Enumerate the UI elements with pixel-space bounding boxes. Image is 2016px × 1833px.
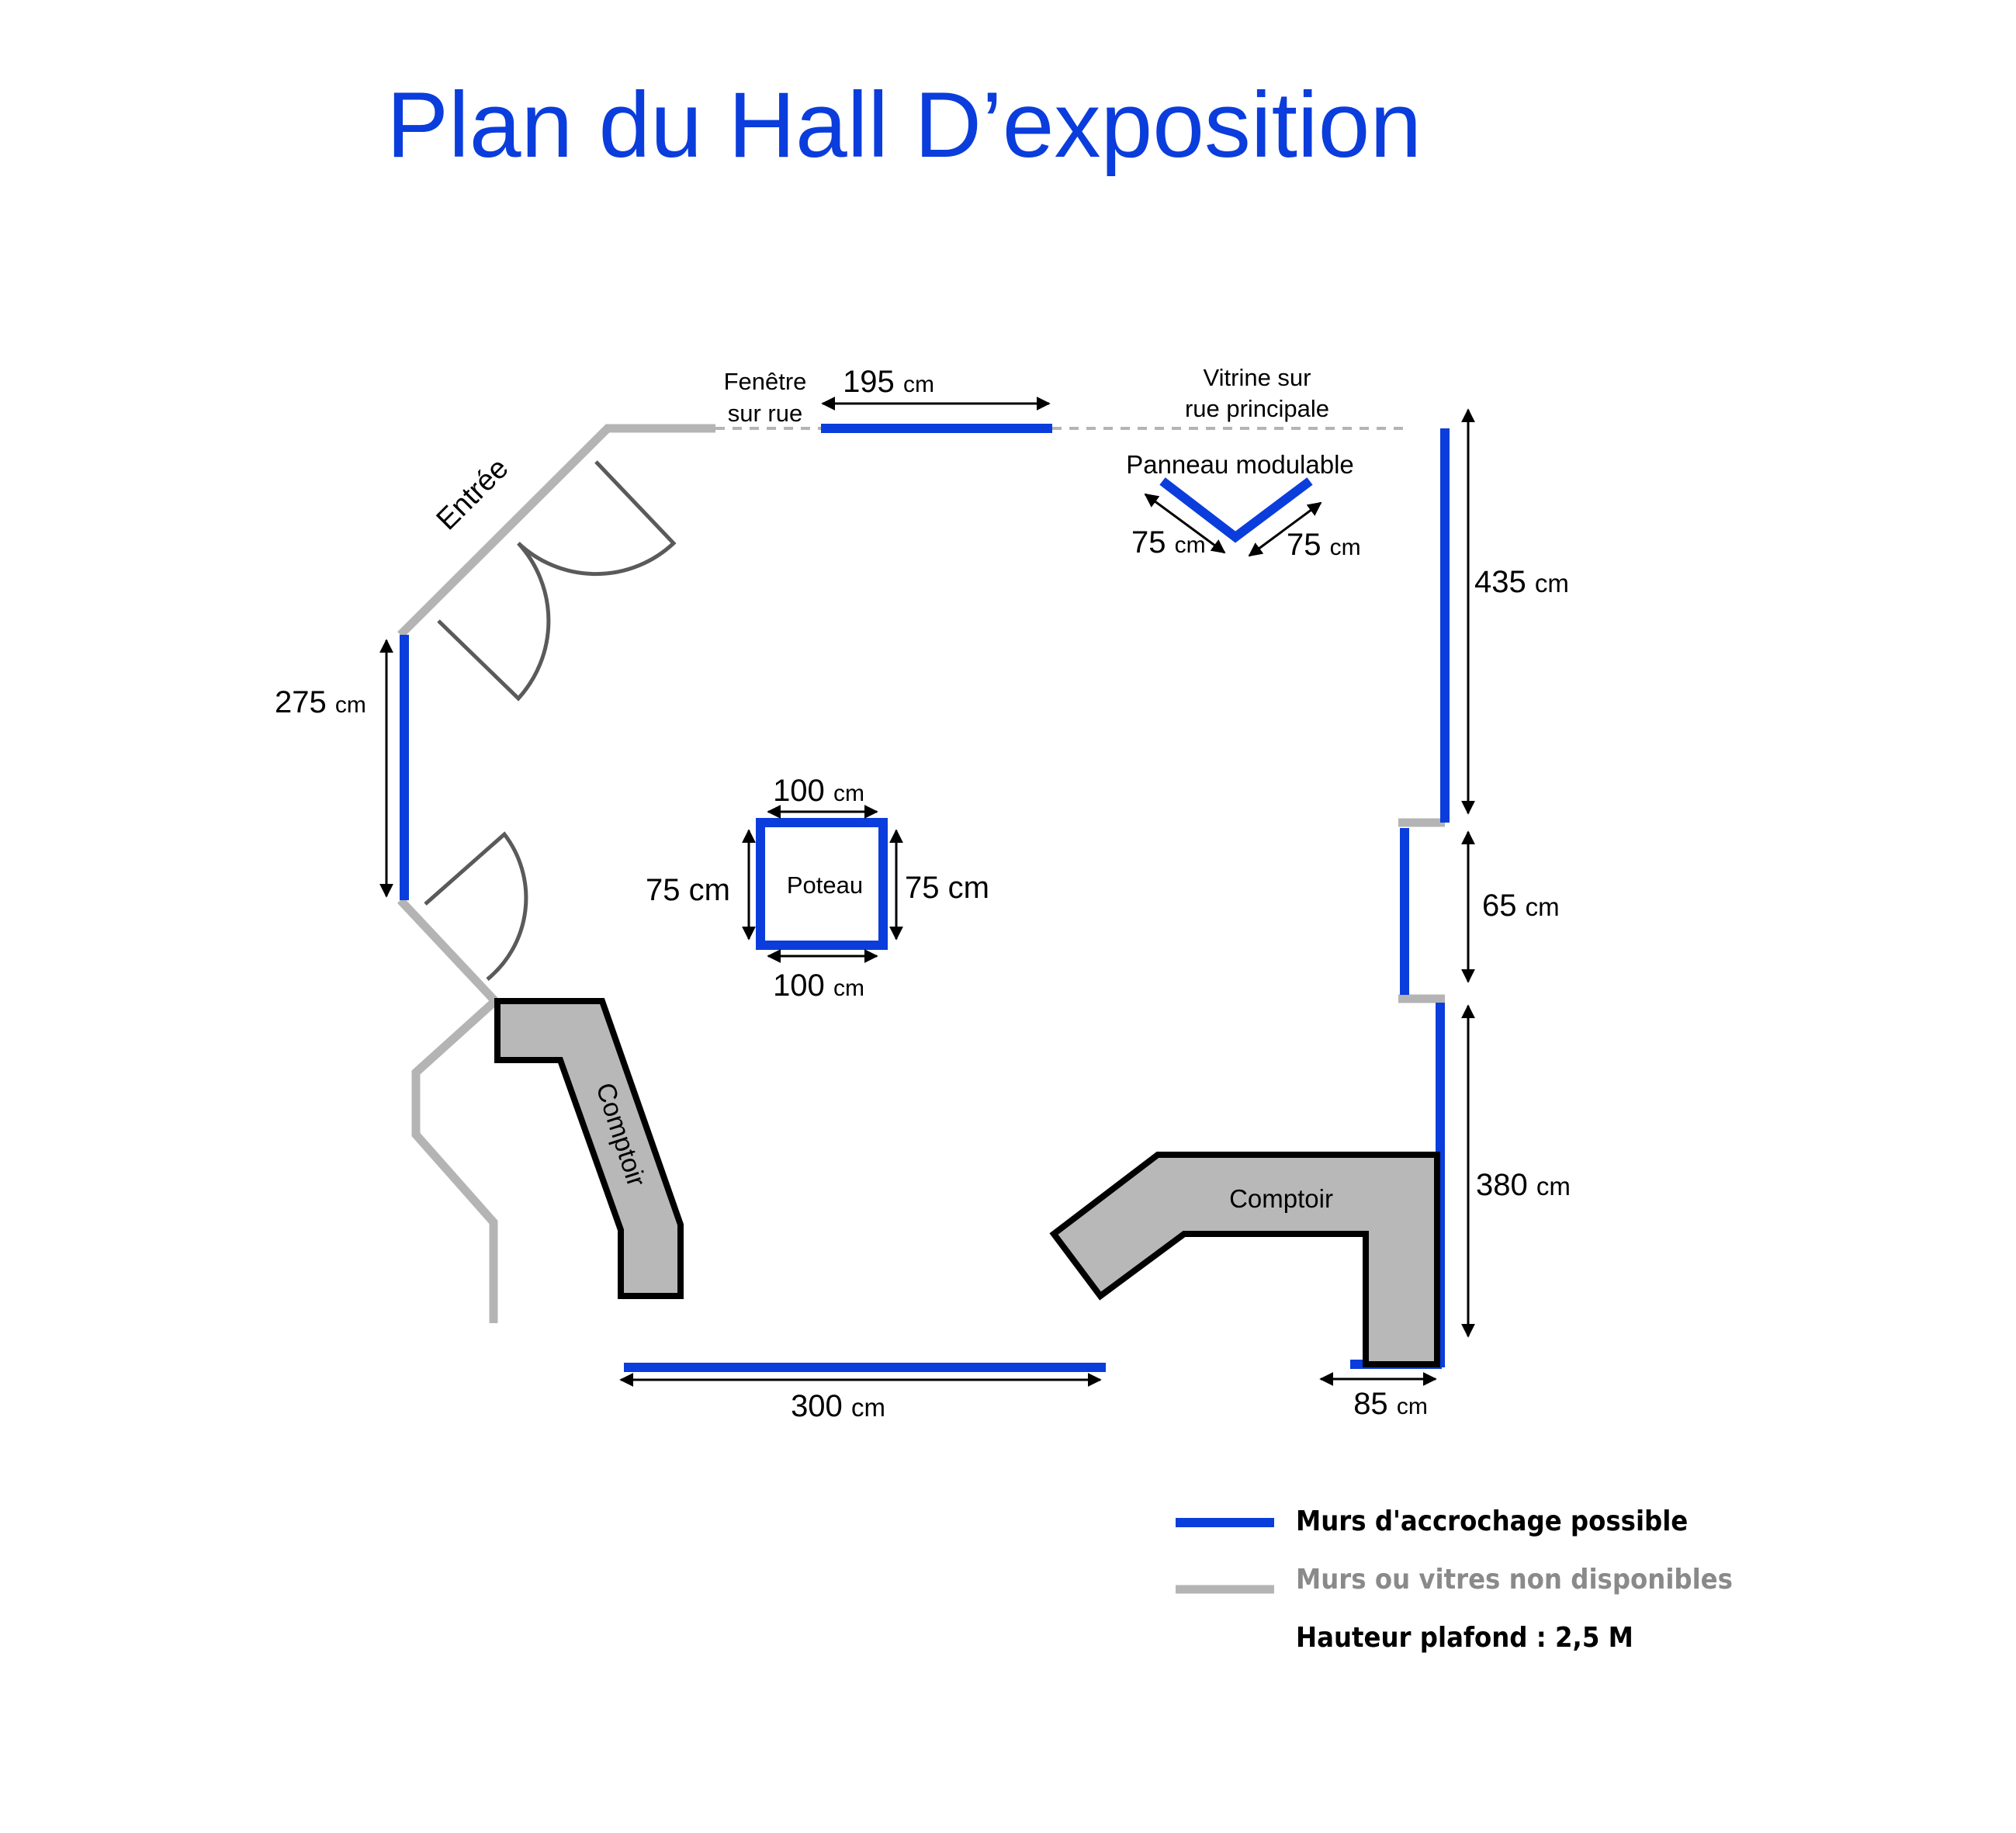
left-lower-wall xyxy=(411,997,498,1323)
label-comptoir-right: Comptoir xyxy=(1229,1184,1333,1213)
doors xyxy=(424,460,677,981)
legend-ceiling-label: Hauteur plafond : 2,5 M xyxy=(1296,1622,1633,1654)
unavailable-walls xyxy=(397,424,1445,1323)
entrance-lower-wall xyxy=(397,897,499,1004)
label-vitrine-1: Vitrine sur xyxy=(1204,364,1311,391)
dim-pillar-left-label: 75 cm xyxy=(646,873,730,907)
dim-left-label: 275 cm xyxy=(275,685,366,719)
door-upper-right-icon xyxy=(517,460,677,577)
door-upper-left-icon xyxy=(437,542,551,702)
entrance-wall xyxy=(397,424,715,638)
legend-unavailable-label: Murs ou vitres non disponibles xyxy=(1296,1564,1733,1596)
dim-pillar-bottom-label: 100 cm xyxy=(773,968,864,1003)
pillar xyxy=(756,818,888,950)
door-lower-icon xyxy=(424,831,528,981)
dim-panel-right-arrow xyxy=(1248,501,1322,557)
dim-panel-right-label: 75 cm xyxy=(1287,528,1361,562)
counter-left xyxy=(494,998,684,1299)
label-entree: Entrée xyxy=(431,452,515,536)
dim-panel-left-arrow xyxy=(1144,493,1226,554)
label-vitrine-2: rue principale xyxy=(1185,395,1329,422)
dim-right-upper-label: 435 cm xyxy=(1474,565,1569,599)
dimension-arrows xyxy=(379,397,1475,1387)
label-panneau: Panneau modulable xyxy=(1126,450,1354,479)
page-title: Plan du Hall D’exposition xyxy=(386,73,1422,177)
legend: Murs d'accrochage possible Murs ou vitre… xyxy=(1176,1506,1733,1654)
label-fenetre-1: Fenêtre xyxy=(724,368,807,395)
label-poteau: Poteau xyxy=(787,871,863,899)
dim-right-middle-label: 65 cm xyxy=(1482,889,1560,923)
dim-right-lower-label: 380 cm xyxy=(1476,1168,1571,1202)
dim-top-label: 195 cm xyxy=(843,365,934,399)
legend-hanging-label: Murs d'accrochage possible xyxy=(1296,1506,1688,1537)
counter-right xyxy=(1049,1152,1440,1367)
dim-pillar-right-label: 75 cm xyxy=(905,871,989,905)
dim-panel-left-label: 75 cm xyxy=(1131,525,1206,560)
dim-bottom-right-label: 85 cm xyxy=(1353,1387,1428,1421)
dim-pillar-top-label: 100 cm xyxy=(773,774,864,808)
dim-bottom-label: 300 cm xyxy=(791,1389,885,1423)
label-fenetre-2: sur rue xyxy=(728,400,802,427)
